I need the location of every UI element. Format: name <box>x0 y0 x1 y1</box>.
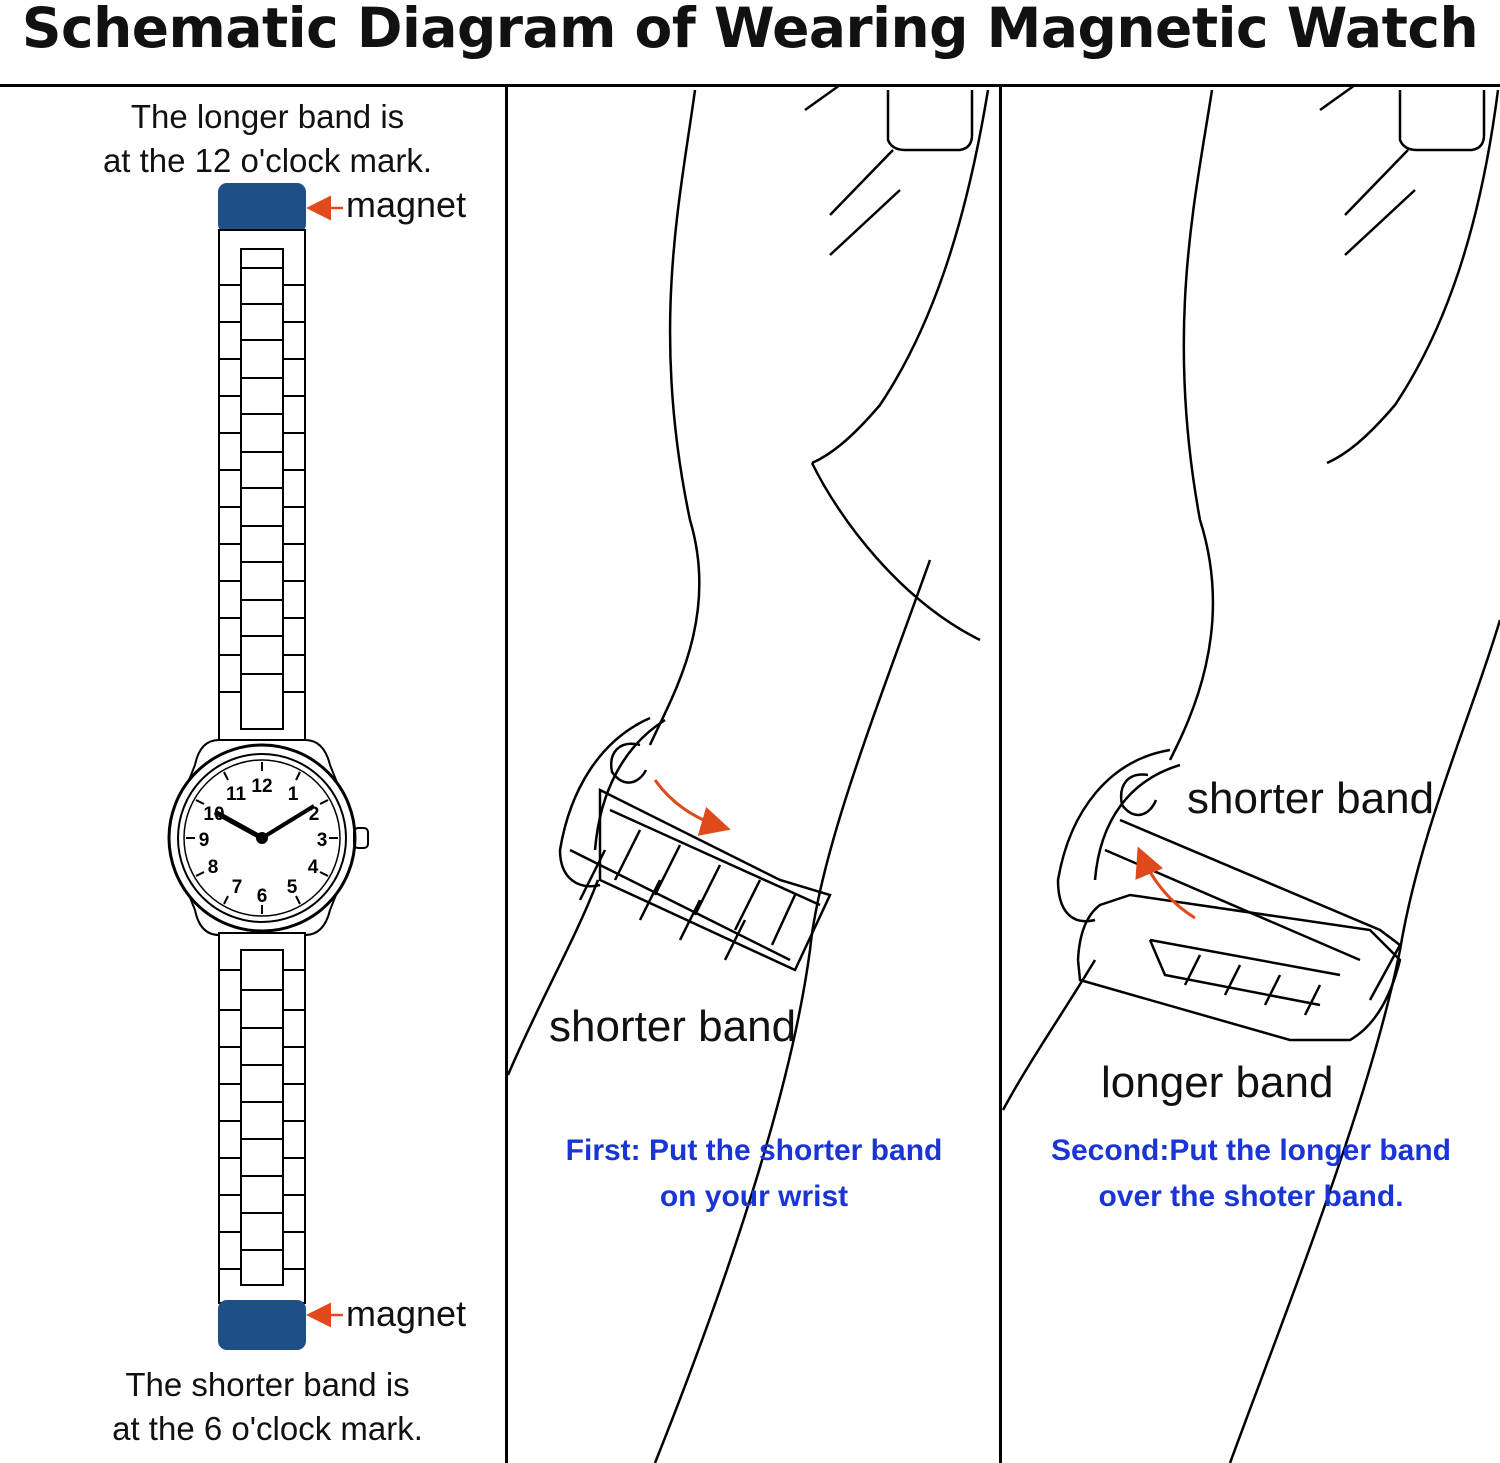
dial-12: 12 <box>251 776 272 797</box>
bottom-caption: The shorter band is at the 6 o'clock mar… <box>40 1363 495 1451</box>
dial-ticks <box>186 762 338 914</box>
watch-illustration <box>167 183 369 1350</box>
top-caption: The longer band is at the 12 o'clock mar… <box>40 95 495 183</box>
dial-6: 6 <box>257 886 268 907</box>
magnet-bottom <box>218 1300 306 1350</box>
bottom-caption-line1: The shorter band is <box>125 1366 410 1403</box>
magnet-top <box>218 183 306 233</box>
dial-5: 5 <box>287 877 298 898</box>
band-bottom-links <box>219 969 305 1270</box>
instruction-first-line2: on your wrist <box>659 1180 849 1213</box>
dial-numerals: 12 1 2 3 4 5 6 7 8 9 10 11 <box>199 776 328 907</box>
panel-divider-1 <box>505 86 508 1463</box>
panel-divider-2 <box>999 86 1002 1463</box>
arrow-first <box>653 779 731 836</box>
dial-3: 3 <box>317 830 328 851</box>
dial-11: 11 <box>226 784 247 805</box>
dial-4: 4 <box>308 857 319 878</box>
bottom-caption-line2: at the 6 o'clock mark. <box>112 1410 423 1447</box>
header-divider <box>0 84 1500 87</box>
instruction-second-line2: over the shoter band. <box>1098 1180 1404 1213</box>
dial-10: 10 <box>203 804 224 825</box>
dial-8: 8 <box>208 857 219 878</box>
top-caption-line2: at the 12 o'clock mark. <box>102 142 433 179</box>
shorter-band-label-second: shorter band <box>1187 774 1435 823</box>
arm-illustration-second <box>1001 83 1500 1463</box>
crown <box>353 827 369 849</box>
hour-hand <box>213 809 264 841</box>
arrow-second <box>1135 846 1196 920</box>
dial-1: 1 <box>288 784 299 805</box>
longer-band-label: longer band <box>1101 1058 1334 1107</box>
instruction-first: First: Put the shorter band on your wris… <box>512 1128 996 1220</box>
magnet-top-label: magnet <box>346 184 467 225</box>
page-title: Schematic Diagram of Wearing Magnetic Wa… <box>21 0 1479 60</box>
instruction-second-line1: Second:Put the longer band <box>1050 1134 1451 1167</box>
dial-2: 2 <box>309 804 320 825</box>
dial-9: 9 <box>199 830 210 851</box>
band-top-links <box>219 267 305 693</box>
top-caption-line1: The longer band is <box>130 98 405 135</box>
shorter-band-label-first: shorter band <box>549 1002 797 1051</box>
instruction-second: Second:Put the longer band over the shot… <box>1006 1128 1496 1220</box>
dial-7: 7 <box>232 877 243 898</box>
instruction-first-line1: First: Put the shorter band <box>565 1134 943 1167</box>
arm-illustration-first <box>506 83 990 1463</box>
minute-hand <box>260 804 316 840</box>
magnet-bottom-label: magnet <box>346 1293 467 1334</box>
